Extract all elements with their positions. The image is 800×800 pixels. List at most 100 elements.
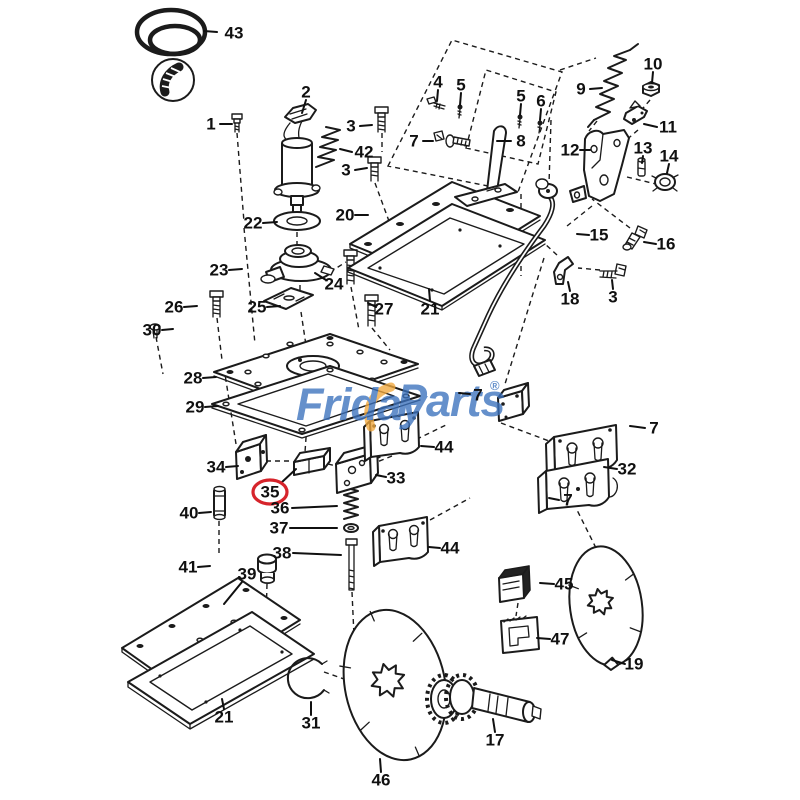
leader-line: [198, 511, 212, 514]
part-number-text: 21: [215, 708, 234, 727]
part-label-12: 12: [561, 141, 591, 160]
leader-line: [611, 659, 626, 665]
part-label-31: 31: [302, 701, 320, 733]
part-number-text: 29: [186, 398, 205, 417]
part-number-text: 30: [143, 321, 162, 340]
part-label-11: 11: [643, 118, 677, 137]
part-label-7: 7: [629, 419, 659, 438]
leader-line: [225, 465, 239, 468]
part-number-text: 3: [341, 161, 350, 180]
part-number-text: 39: [238, 565, 257, 584]
part-38-bolt-long: [345, 538, 358, 591]
part-number-text: 15: [590, 226, 609, 245]
leader-line: [375, 474, 387, 478]
part-11-clip: [623, 100, 648, 125]
part-number-text: 8: [516, 132, 525, 151]
part-12-bracket: [569, 129, 630, 203]
part-15-cable: [469, 178, 558, 377]
part-label-32: 32: [603, 460, 637, 479]
part-label-30: 30: [143, 321, 174, 340]
part-label-20: 20: [336, 206, 369, 225]
part-number-text: 45: [555, 575, 574, 594]
part-label-29: 29: [186, 398, 219, 417]
part-22-washer: [273, 211, 321, 231]
part-44-bracket-bottom: [372, 516, 429, 567]
part-6-screw: [537, 120, 543, 134]
leader-line: [428, 546, 441, 549]
part-number-text: 9: [576, 80, 585, 99]
part-43-wire-coil: [134, 7, 208, 57]
part-label-44: 44: [420, 438, 454, 457]
part-label-41: 41: [179, 558, 211, 577]
part-5-screw-a: [457, 104, 463, 119]
part-34-bracket: [235, 434, 268, 480]
leader-line: [641, 155, 644, 164]
leader-line: [266, 305, 281, 308]
leader-line: [339, 148, 353, 153]
part-label-18: 18: [561, 281, 580, 309]
part-32-bracket-pair: [537, 424, 619, 514]
part-label-7: 7: [458, 386, 483, 405]
part-label-3: 3: [341, 161, 368, 180]
part-number-text: 3: [346, 117, 355, 136]
part-number-text: 3: [608, 288, 617, 307]
part-40-pin: [213, 485, 226, 521]
part-number-text: 46: [372, 771, 391, 790]
part-number-text: 14: [660, 147, 679, 166]
watermark-text-left: Friday: [296, 379, 428, 430]
part-label-7: 7: [409, 132, 434, 151]
part-label-15: 15: [576, 226, 609, 245]
part-number-text: 47: [551, 630, 570, 649]
part-label-28: 28: [184, 369, 217, 388]
part-number-text: 32: [618, 460, 637, 479]
part-label-19: 19: [611, 655, 644, 674]
part-label-3: 3: [608, 279, 618, 307]
part-number-text: 7: [409, 132, 418, 151]
part-26-bolt: [209, 290, 224, 318]
part-number-text: 28: [184, 369, 203, 388]
part-42-spring: [315, 126, 341, 168]
leader-line: [202, 376, 217, 379]
leader-line: [262, 221, 278, 224]
part-label-47: 47: [536, 630, 570, 649]
leader-line: [223, 581, 243, 605]
leader-line: [436, 89, 439, 102]
part-label-38: 38: [273, 544, 342, 563]
part-label-5: 5: [456, 76, 466, 106]
leader-line: [458, 392, 471, 395]
part-number-text: 18: [561, 290, 580, 309]
leader-line: [379, 758, 382, 773]
part-label-14: 14: [660, 147, 679, 174]
part-label-45: 45: [539, 575, 574, 594]
part-44-bracket-top: [363, 411, 420, 462]
leader-line: [314, 272, 327, 281]
part-label-21: 21: [421, 288, 439, 319]
part-number-text: 35: [261, 483, 280, 502]
part-label-2: 2: [301, 83, 311, 114]
part-number-text: 33: [387, 469, 406, 488]
leader-line: [428, 288, 431, 302]
leader-line: [161, 328, 174, 331]
part-47-plate: [500, 615, 540, 654]
highlight-circle: [251, 478, 289, 506]
part-35-spacer-block: [293, 447, 331, 476]
leader-line: [666, 163, 670, 174]
part-label-37: 37: [270, 519, 338, 538]
part-number-text: 7: [473, 386, 482, 405]
part-number-text: 19: [625, 655, 644, 674]
leader-line: [643, 123, 658, 128]
part-number-text: 22: [244, 214, 263, 233]
watermark-registered-mark: ®: [490, 378, 500, 393]
part-number-text: 27: [375, 300, 394, 319]
part-label-36: 36: [271, 499, 338, 518]
part-label-8: 8: [496, 132, 526, 151]
part-label-10: 10: [644, 55, 662, 84]
part-label-1: 1: [206, 115, 233, 134]
part-label-23: 23: [210, 261, 243, 280]
part-10-nut: [642, 81, 660, 97]
leader-line: [292, 552, 342, 556]
part-3-bolt-c: [599, 263, 627, 279]
